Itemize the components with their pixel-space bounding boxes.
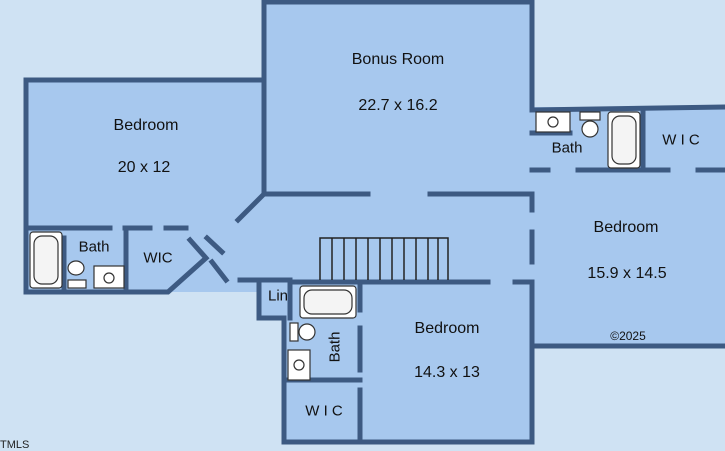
- copyright-label: ©2025: [610, 329, 646, 343]
- hallway: [190, 192, 535, 292]
- walls: [23, 0, 725, 445]
- toilet-right: [579, 111, 601, 121]
- staircase: [319, 237, 449, 280]
- toilet-bottom: [289, 322, 299, 342]
- bedroom-bottom-name: Bedroom: [414, 320, 480, 337]
- bedroom-bottom-dims: 14.3 x 13: [414, 364, 480, 381]
- bath-left-label: Bath: [78, 238, 110, 256]
- bedroom-left-dims: 20 x 12: [117, 159, 171, 176]
- bath-right-label: Bath: [551, 139, 583, 157]
- watermark-text: TMLS: [0, 439, 30, 451]
- bath-bottom-label: Bath: [326, 331, 344, 363]
- linen-closet: [259, 280, 289, 318]
- bonus-room: [264, 2, 532, 197]
- wic-bottom-label: W I C: [305, 402, 343, 420]
- toilet-left: [67, 260, 85, 276]
- bedroom-right-name: Bedroom: [593, 219, 659, 236]
- wic-right-label: W I C: [662, 131, 700, 149]
- linen-closet-label: Lin: [267, 287, 289, 305]
- bonus-room-dims: 22.7 x 16.2: [358, 97, 438, 114]
- bedroom-left-name: Bedroom: [113, 117, 179, 134]
- bonus-room-name: Bonus Room: [351, 51, 445, 68]
- bedroom-right-dims: 15.9 x 14.5: [587, 265, 667, 282]
- wic-left-label: WIC: [143, 249, 173, 267]
